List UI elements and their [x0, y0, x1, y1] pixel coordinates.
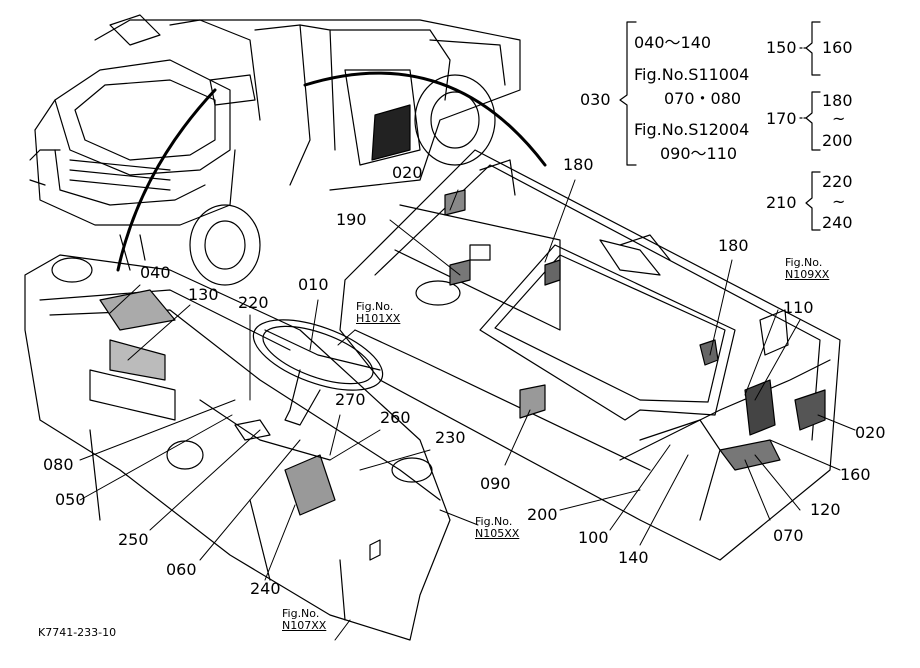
callout-100: 100 — [578, 528, 609, 547]
callout-140: 140 — [618, 548, 649, 567]
legend-030-row4: Fig.No.S12004 — [634, 120, 750, 139]
figure-ref-label: Fig.No. — [356, 300, 394, 313]
pointer-arc-2 — [303, 71, 547, 167]
legend-210-parent: 210 — [766, 193, 797, 212]
legend-brackets — [619, 21, 821, 231]
callout-090: 090 — [480, 474, 511, 493]
vehicle-illustration — [29, 14, 521, 286]
legend-150-child: 160 — [822, 38, 853, 57]
legend-210-tilde: ~ — [832, 192, 846, 211]
callout-050: 050 — [55, 490, 86, 509]
callout-180-mid: 180 — [718, 236, 749, 255]
legend-030-row2: Fig.No.S11004 — [634, 65, 750, 84]
figure-ref-number: N109XX — [785, 268, 830, 281]
callout-250: 250 — [118, 530, 149, 549]
callout-260: 260 — [380, 408, 411, 427]
callout-160: 160 — [840, 465, 871, 484]
callout-020-right: 020 — [855, 423, 886, 442]
callout-070: 070 — [773, 526, 804, 545]
callout-240: 240 — [250, 579, 281, 598]
figure-ref-n109[interactable]: Fig.No. N109XX — [785, 257, 829, 281]
dashboard-panel-illustration — [24, 254, 451, 641]
callout-020-top: 020 — [392, 163, 423, 182]
drawing-code: K7741-233-10 — [38, 626, 117, 639]
legend-030-row5: 090～110 — [660, 144, 738, 163]
callout-270: 270 — [335, 390, 366, 409]
callout-190: 190 — [336, 210, 367, 229]
callout-130: 130 — [188, 285, 219, 304]
legend-170-parent: 170 — [766, 109, 797, 128]
legend-170-bottom: 200 — [822, 131, 853, 150]
callout-040: 040 — [140, 263, 171, 282]
legend-150-parent: 150 — [766, 38, 797, 57]
legend-170-top: 180 — [822, 91, 853, 110]
figure-ref-n107[interactable]: Fig.No. N107XX — [282, 608, 326, 632]
callout-180-top: 180 — [563, 155, 594, 174]
figure-ref-number: N105XX — [475, 527, 520, 540]
figure-ref-n105[interactable]: Fig.No. N105XX — [475, 516, 519, 540]
callout-060: 060 — [166, 560, 197, 579]
legend-030-row1: 040～140 — [634, 33, 712, 52]
callout-080: 080 — [43, 455, 74, 474]
callout-120: 120 — [810, 500, 841, 519]
figure-ref-label: Fig.No. — [282, 607, 320, 620]
floor-panel-illustration — [339, 149, 841, 561]
steering-wheel-illustration — [252, 319, 384, 426]
callout-230: 230 — [435, 428, 466, 447]
legend-030-row3: 070・080 — [664, 89, 742, 108]
legend-210-bottom: 240 — [822, 213, 853, 232]
callout-220: 220 — [238, 293, 269, 312]
legend-030-parent: 030 — [580, 90, 611, 109]
figure-ref-h101[interactable]: Fig.No. H101XX — [356, 301, 400, 325]
callout-010: 010 — [298, 275, 329, 294]
pointer-arc-1 — [116, 88, 217, 272]
figure-ref-number: N107XX — [282, 619, 327, 632]
figure-ref-number: H101XX — [356, 312, 401, 325]
figure-ref-label: Fig.No. — [475, 515, 513, 528]
legend-170-tilde: ~ — [832, 109, 846, 128]
callout-110: 110 — [783, 298, 814, 317]
callout-200: 200 — [527, 505, 558, 524]
legend-210-top: 220 — [822, 172, 853, 191]
leader-lines — [79, 179, 856, 641]
figure-ref-label: Fig.No. — [785, 256, 823, 269]
